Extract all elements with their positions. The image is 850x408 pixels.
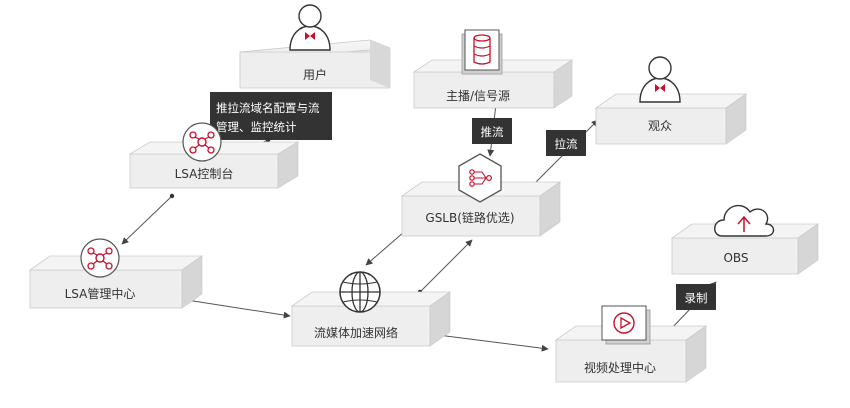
box-face [401,195,541,237]
globe-icon [339,271,381,313]
node-streaming-network: 流媒体加速网络 [290,271,452,347]
box-face [555,339,687,383]
box-face [413,71,555,109]
callout-config: 推拉流域名配置与流 管理、监控统计 [210,92,332,140]
box-side [553,59,573,109]
callout-pull-bg [546,130,586,156]
callout-pull-text: 拉流 [555,137,578,151]
callout-record-bg [676,284,716,310]
node-label-video-center: 视频处理中心 [584,360,656,375]
node-label-gslb: GSLB(链路优选) [425,210,514,225]
database-icon [461,29,503,75]
person-bowtie-icon [289,4,331,51]
node-label-viewer: 观众 [648,119,672,133]
callout-pull: 拉流 [546,130,586,156]
network-hub-icon [80,238,120,278]
node-obs: OBS [670,204,820,275]
node-lsa-center: LSA管理中心 [28,238,204,309]
route-hexagon-icon [458,153,502,203]
box-shade [370,40,390,88]
node-label-lsa-console: LSA控制台 [175,166,234,181]
callout-config-line2: 管理、监控统计 [216,120,297,134]
node-label-streaming-network: 流媒体加速网络 [314,325,398,340]
callout-push-text: 推流 [481,125,504,139]
node-viewer: 观众 [594,56,748,145]
box-side [539,181,561,237]
callout-record-text: 录制 [685,291,708,305]
node-label-lsa-center: LSA管理中心 [65,286,136,301]
node-user: 用户 [239,4,391,89]
callout-config-bg [210,92,332,140]
callout-record: 录制 [676,284,716,310]
callout-config-line1: 推拉流域名配置与流 [216,101,320,115]
link-network-to-video [429,331,549,352]
person-bowtie-icon [639,56,681,103]
box-face [595,107,727,145]
link-dot [169,193,175,199]
node-label-anchor: 主播/信号源 [446,89,510,103]
box-side [725,93,747,145]
network-hub-icon [182,122,222,162]
node-label-user: 用户 [303,67,327,82]
callout-push: 推流 [472,118,512,144]
link-network-to-gslb [419,239,473,293]
box-side [797,223,819,275]
link-console-to-center [121,195,173,245]
node-video-center: 视频处理中心 [554,305,708,383]
node-anchor: 主播/信号源 [412,29,574,109]
box-side [429,291,451,347]
box-side [181,255,203,309]
node-lsa-console: LSA控制台 [128,122,300,189]
box-face [239,51,391,89]
cloud-upload-icon [714,204,775,237]
link-center-to-network [173,297,291,319]
node-gslb: GSLB(链路优选) [400,153,562,237]
play-icon [601,305,651,345]
box-side [685,325,707,383]
box-side [277,141,299,189]
node-label-obs: OBS [723,251,748,265]
callout-push-bg [472,118,512,144]
box-face [671,237,799,275]
